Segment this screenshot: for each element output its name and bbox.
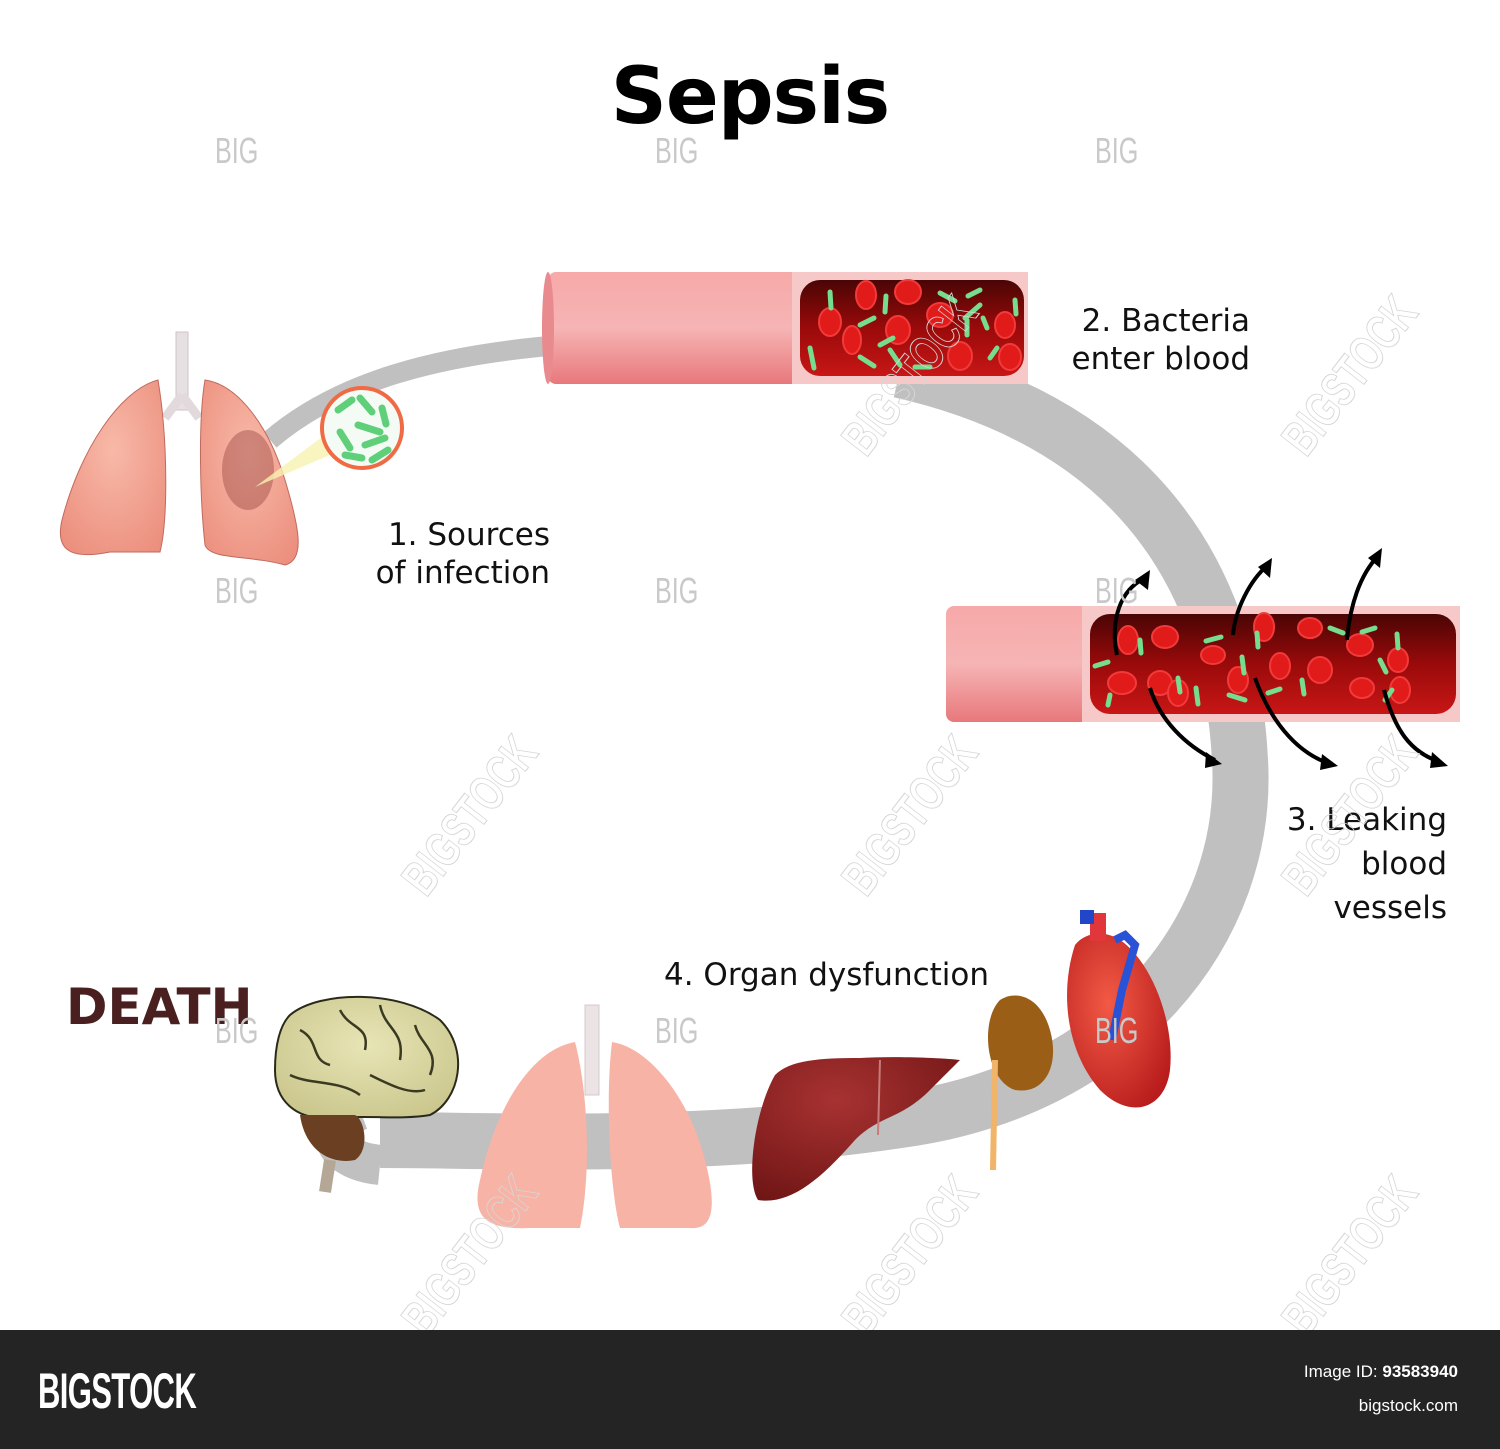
step-3-label-line3: vessels (1333, 890, 1447, 926)
brain-icon (273, 995, 460, 1193)
blood-vessel-bacteria (542, 272, 1028, 384)
bigstock-logo[interactable]: BIGSTOCK (38, 1363, 197, 1419)
watermark-big: BIG (655, 1010, 699, 1051)
footer-bar: BIGSTOCK Image ID: 93583940 bigstock.com (0, 1330, 1500, 1449)
watermark-big: BIG (655, 130, 699, 171)
step-2-label-line1: 2. Bacteria (1081, 303, 1250, 339)
step-1-label-line1: 1. Sources (387, 517, 550, 553)
lungs-illustration (59, 331, 404, 566)
watermark-big: BIG (1095, 130, 1139, 171)
image-id-label: Image ID: (1303, 1362, 1378, 1381)
kidney-icon (988, 995, 1054, 1171)
watermark-big: BIG (1095, 570, 1139, 611)
diagram-graphics (59, 272, 1460, 1229)
diagram-canvas: Sepsis 1. Sources of infection 2. Bacter… (59, 52, 1460, 1346)
liver-icon (752, 1056, 964, 1201)
lungs-bottom-icon (477, 1004, 712, 1229)
leaking-blood-vessel (946, 548, 1460, 770)
step-3-label-line1: 3. Leaking (1286, 802, 1447, 838)
image-id: Image ID: 93583940 (1304, 1362, 1458, 1382)
step-3-label-line2: blood (1361, 846, 1447, 882)
step-4-label: 4. Organ dysfunction (664, 957, 990, 993)
step-3-label: 3. Leaking blood vessels (1240, 798, 1447, 930)
watermark-big: BIG (215, 570, 259, 611)
step-1-label-line2: of infection (375, 555, 550, 591)
watermark-big: BIG (1095, 1010, 1139, 1051)
page-title: Sepsis (610, 52, 891, 142)
organs-illustration (273, 910, 1171, 1229)
death-label: DEATH (66, 978, 253, 1036)
step-1-label: 1. Sources of infection (350, 516, 550, 592)
watermark-big: BIG (655, 570, 699, 611)
image-id-value: 93583940 (1382, 1362, 1458, 1381)
watermark-big: BIG (215, 130, 259, 171)
heart-icon (1067, 910, 1171, 1108)
step-2-label-line2: enter blood (1071, 341, 1250, 377)
watermark-big: BIG (215, 1010, 259, 1051)
step-2-label: 2. Bacteria enter blood (1040, 302, 1250, 378)
site-link[interactable]: bigstock.com (1358, 1396, 1458, 1415)
